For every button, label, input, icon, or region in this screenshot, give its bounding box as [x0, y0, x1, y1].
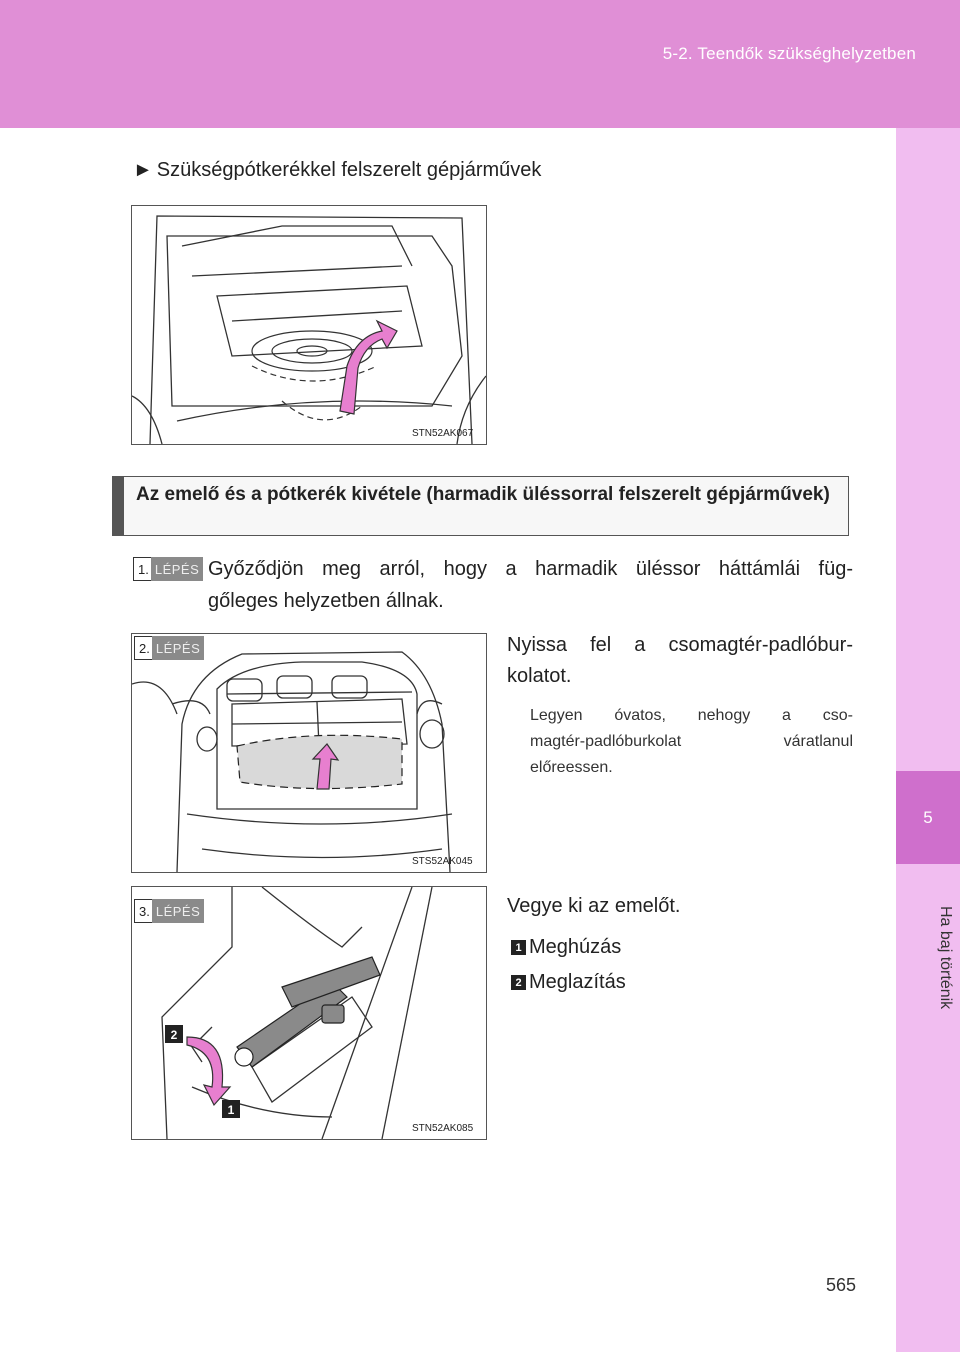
loosen-arrow-icon	[186, 1036, 232, 1107]
step-3-badge: 3. LÉPÉS	[134, 899, 205, 923]
open-arrow-icon	[311, 743, 340, 790]
callout-item-loosen: 2 Meglazítás	[511, 971, 626, 994]
spare-tire-illustration	[132, 215, 486, 444]
step-2-note-line-1: Legyen óvatos, nehogy a cso-	[530, 707, 853, 724]
step-1-line-1: Győződjön meg arról, hogy a harmadik ülé…	[208, 558, 853, 580]
jack-illustration: 2 1	[161, 887, 433, 1139]
callout-number-icon: 1	[511, 940, 526, 955]
chapter-number-tab[interactable]: 5	[896, 771, 960, 864]
chapter-tab-upper	[896, 128, 960, 771]
step-1-line-2: gőleges helyzetben állnak.	[208, 590, 444, 612]
step-label: LÉPÉS	[151, 899, 205, 923]
page-number: 565	[826, 1275, 857, 1295]
figure-jack: 2 1 STN52AK085 3. LÉPÉS	[131, 886, 487, 1140]
subheading-text: Szükségpótkerékkel felszerelt gépjárműve…	[156, 159, 542, 181]
callout-number-icon: 2	[511, 975, 526, 990]
callout-item-pull: 1 Meghúzás	[511, 936, 621, 959]
figure-car-rear: STS52AK045 2. LÉPÉS	[131, 633, 487, 873]
step-2-note-line-2: magtér-padlóburkolat váratlanul	[530, 733, 853, 750]
page-header: 5-2. Teendők szükséghelyzetben	[0, 0, 960, 128]
step-2-note-line-3: előreessen.	[530, 759, 613, 776]
section-title: 5-2. Teendők szükséghelyzetben	[662, 44, 916, 63]
step-number: 1.	[133, 557, 151, 581]
callout-label: Meghúzás	[529, 936, 622, 958]
step-2-line-2: kolatot.	[507, 665, 572, 687]
step-3-text: Vegye ki az emelőt.	[507, 895, 681, 917]
figure-code: STS52AK045	[412, 856, 473, 867]
callout-label: Meglazítás	[529, 971, 626, 993]
car-rear-illustration	[132, 651, 453, 872]
step-label: LÉPÉS	[150, 557, 204, 581]
subheading: ►Szükségpótkerékkel felszerelt gépjárműv…	[133, 159, 541, 182]
step-2-badge: 2. LÉPÉS	[134, 636, 205, 660]
chapter-tab-lower	[896, 864, 960, 1352]
step-number: 2.	[134, 636, 152, 660]
callout-2-marker: 2	[171, 1028, 178, 1042]
figure-code: STN52AK085	[412, 1123, 474, 1134]
step-label: LÉPÉS	[151, 636, 205, 660]
lift-arrow-icon	[339, 319, 398, 415]
section-heading-box: Az emelő és a pótkerék kivétele (harmadi…	[112, 476, 849, 536]
figure-code: STN52AK067	[412, 428, 474, 439]
step-2-line-1: Nyissa fel a csomagtér-padlóbur-	[507, 634, 853, 656]
step-1-badge: 1. LÉPÉS	[133, 557, 204, 581]
step-number: 3.	[134, 899, 152, 923]
triangle-marker-icon: ►	[133, 159, 153, 181]
figure-spare-tire: STN52AK067	[131, 205, 487, 445]
callout-1-marker: 1	[228, 1103, 235, 1117]
chapter-label: Ha baj történik	[937, 906, 954, 1010]
